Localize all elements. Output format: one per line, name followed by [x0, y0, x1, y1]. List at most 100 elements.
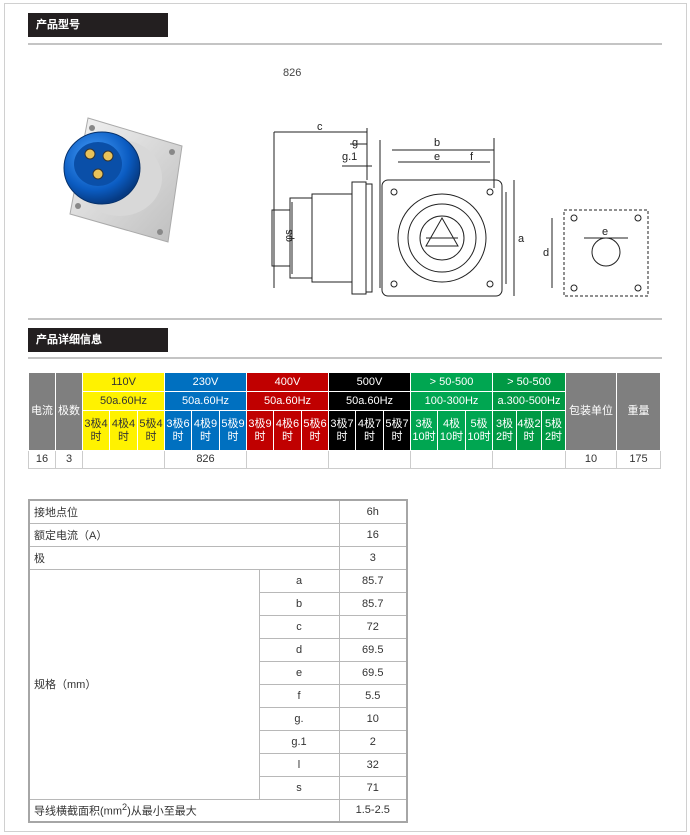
- dim-value: 85.7: [338, 591, 408, 616]
- section-title-model: 产品型号: [28, 13, 168, 37]
- row-model: 826: [164, 450, 247, 469]
- dim-key: g.: [258, 706, 340, 731]
- dim-key: s: [258, 775, 340, 800]
- dim-key: e: [258, 660, 340, 685]
- row-blank: [82, 450, 165, 469]
- dim-key: f: [258, 683, 340, 708]
- dim-value: 85.7: [338, 568, 408, 593]
- pole-cell: 3极4时: [82, 410, 110, 451]
- row-value-current: 16: [338, 522, 408, 547]
- row-label-poles: 极: [28, 545, 340, 570]
- pole-cell: 3极7时: [328, 410, 356, 451]
- dim-label-d: d: [543, 247, 549, 259]
- spec-table: 电流 极数 110V 230V 400V 500V > 50-500 > 50-…: [28, 372, 661, 469]
- dim-key: g.1: [258, 729, 340, 754]
- pole-cell: 3极9时: [246, 410, 274, 451]
- section-divider: [28, 357, 662, 359]
- wire-label-sup: 2: [122, 801, 128, 812]
- dim-key: d: [258, 637, 340, 662]
- row-poles: 3: [55, 450, 83, 469]
- pole-cell: 4极4时: [109, 410, 138, 451]
- pole-cell: 4极10时: [437, 410, 466, 451]
- freq-400v: 50a.60Hz: [246, 391, 329, 411]
- front-view: b e f a: [379, 137, 525, 297]
- dim-key: l: [258, 752, 340, 777]
- dim-label-phi: φs: [283, 229, 295, 242]
- freq-230v: 50a.60Hz: [164, 391, 247, 411]
- voltage-230v: 230V: [164, 372, 247, 392]
- voltage-50-500-b: > 50-500: [492, 372, 566, 392]
- pole-cell: 5极7时: [383, 410, 411, 451]
- voltage-500v: 500V: [328, 372, 411, 392]
- freq-500v: 50a.60Hz: [328, 391, 411, 411]
- dim-label-g: g: [352, 137, 358, 149]
- dim-value: 2: [338, 729, 408, 754]
- dim-key: a: [258, 568, 340, 593]
- pole-cell: 5极9时: [219, 410, 247, 451]
- product-photo: [63, 117, 183, 243]
- row-value-ground: 6h: [338, 499, 408, 524]
- dim-label-a: a: [518, 233, 525, 245]
- rear-view: e d: [543, 209, 649, 297]
- row-current: 16: [28, 450, 56, 469]
- row-weight: 175: [616, 450, 661, 469]
- voltage-50-500-a: > 50-500: [410, 372, 493, 392]
- dim-key: c: [258, 614, 340, 639]
- dim-label-g1: g.1: [342, 151, 357, 163]
- dim-label-c: c: [317, 121, 323, 133]
- dim-label-b: b: [434, 137, 440, 149]
- pole-cell: 4极7时: [355, 410, 384, 451]
- freq-50-500-a: 100-300Hz: [410, 391, 493, 411]
- row-blank: [410, 450, 493, 469]
- freq-110v: 50a.60Hz: [82, 391, 165, 411]
- pole-cell: 5极6时: [301, 410, 329, 451]
- dim-value: 69.5: [338, 637, 408, 662]
- dim-value: 69.5: [338, 660, 408, 685]
- dim-value: 72: [338, 614, 408, 639]
- model-number: 826: [283, 67, 302, 79]
- pole-cell: 5极10时: [465, 410, 493, 451]
- freq-50-500-b: a.300-500Hz: [492, 391, 566, 411]
- side-view: c g g.1 φs: [271, 121, 373, 295]
- row-value-wire: 1.5-2.5: [338, 798, 408, 823]
- dim-value: 10: [338, 706, 408, 731]
- dim-value: 71: [338, 775, 408, 800]
- row-pack: 10: [565, 450, 617, 469]
- pole-cell: 3极6时: [164, 410, 192, 451]
- wire-label-post: )从最小至最大: [127, 805, 197, 818]
- dim-label-f: f: [470, 151, 474, 163]
- spec-label: 规格（mm）: [28, 568, 260, 800]
- col-poles: 极数: [55, 372, 83, 451]
- row-label-current: 额定电流（A）: [28, 522, 340, 547]
- dim-value: 5.5: [338, 683, 408, 708]
- dim-value: 32: [338, 752, 408, 777]
- section-title-detail: 产品详细信息: [28, 328, 168, 352]
- row-blank: [492, 450, 566, 469]
- wire-label-pre: 导线横截面积(mm: [34, 805, 122, 818]
- voltage-110v: 110V: [82, 372, 165, 392]
- technical-drawing: c g g.1 φs b e f a: [271, 121, 649, 297]
- pole-cell: 3极10时: [410, 410, 438, 451]
- pole-cell: 4极9时: [191, 410, 220, 451]
- row-blank: [328, 450, 411, 469]
- dim-key: b: [258, 591, 340, 616]
- section-divider-top: [28, 318, 662, 320]
- section-divider: [28, 43, 662, 45]
- pole-cell: 5极2时: [541, 410, 566, 451]
- row-value-poles: 3: [338, 545, 408, 570]
- dim-label-e: e: [434, 151, 440, 163]
- row-blank: [246, 450, 329, 469]
- pole-cell: 3极2时: [492, 410, 517, 451]
- pole-cell: 5极4时: [137, 410, 165, 451]
- col-pack: 包装单位: [565, 372, 617, 451]
- page-frame: [4, 3, 687, 832]
- row-label-ground: 接地点位: [28, 499, 340, 524]
- dim-label-e2: e: [602, 226, 608, 238]
- col-weight: 重量: [616, 372, 661, 451]
- pole-cell: 4极6时: [273, 410, 302, 451]
- col-current: 电流: [28, 372, 56, 451]
- voltage-400v: 400V: [246, 372, 329, 392]
- pole-cell: 4极2时: [516, 410, 542, 451]
- row-label-wire: 导线横截面积(mm2)从最小至最大: [28, 798, 340, 823]
